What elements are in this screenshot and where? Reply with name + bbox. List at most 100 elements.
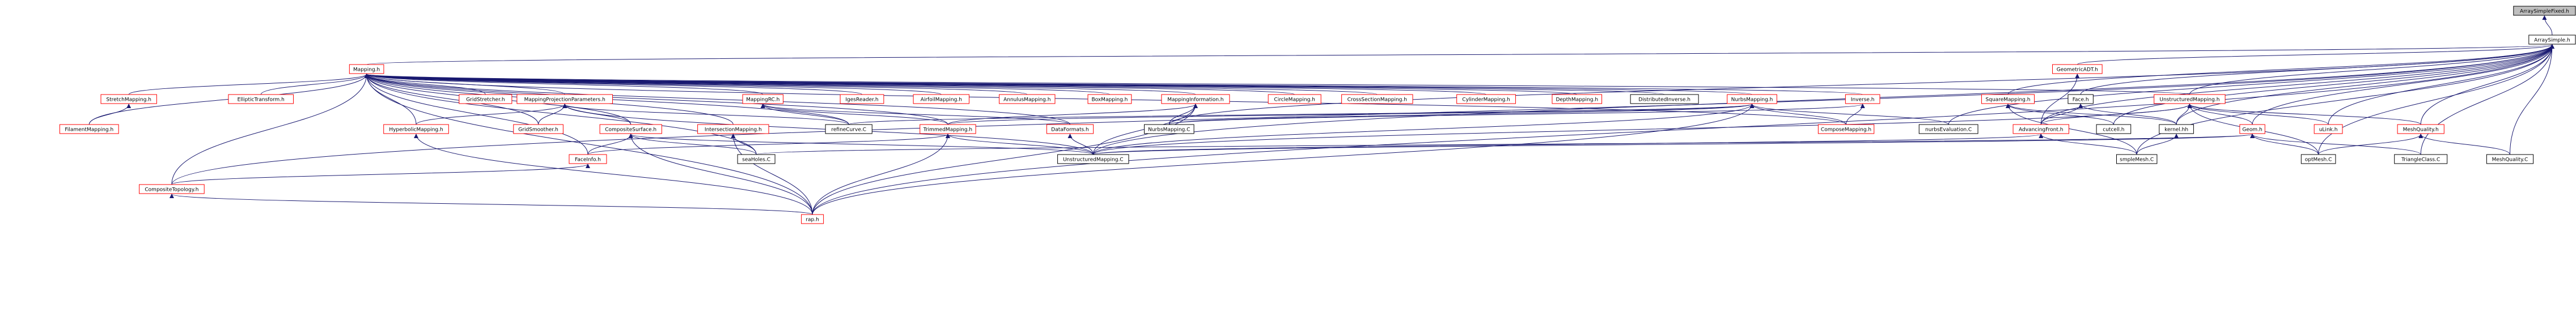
graph-node-Mapping[interactable]: Mapping.h bbox=[349, 64, 384, 74]
graph-node-box bbox=[2067, 94, 2094, 104]
graph-node-kernel[interactable]: kernel.hh bbox=[2159, 124, 2194, 134]
graph-node-box bbox=[569, 154, 607, 164]
graph-edge-Mapping-GridSmoother bbox=[364, 74, 539, 125]
graph-node-refineCurve[interactable]: refineCurve.C bbox=[825, 124, 872, 134]
graph-edge-MappingRC-DataFormats bbox=[760, 104, 1071, 125]
graph-node-FaceInfo[interactable]: FaceInfo.h bbox=[569, 154, 607, 164]
graph-node-CrossSectionMapping[interactable]: CrossSectionMapping.h bbox=[1341, 94, 1413, 104]
graph-node-box bbox=[2154, 94, 2226, 104]
graph-node-ArraySimple[interactable]: ArraySimple.h bbox=[2528, 35, 2576, 45]
graph-node-label: MeshQuality.h bbox=[2403, 127, 2439, 133]
graph-node-NurbsMappingC[interactable]: NurbsMapping.C bbox=[1143, 124, 1194, 134]
graph-node-TrimmedMapping[interactable]: TrimmedMapping.h bbox=[920, 124, 976, 134]
graph-node-MappingRC[interactable]: MappingRC.h bbox=[742, 94, 783, 104]
graph-node-label: GridSmoother.h bbox=[518, 127, 558, 133]
graph-node-DataFormats[interactable]: DataFormats.h bbox=[1046, 124, 1094, 134]
graph-node-GridStretcher[interactable]: GridStretcher.h bbox=[459, 94, 512, 104]
graph-node-DepthMapping[interactable]: DepthMapping.h bbox=[1552, 94, 1603, 104]
graph-edge-MappingInformation-rap bbox=[812, 104, 1198, 215]
graph-node-MeshQuality[interactable]: MeshQuality.h bbox=[2397, 124, 2444, 134]
graph-node-AnnulusMapping[interactable]: AnnulusMapping.h bbox=[999, 94, 1056, 104]
graph-node-smpleMesh[interactable]: smpleMesh.C bbox=[2116, 154, 2158, 164]
graph-node-box bbox=[228, 94, 294, 104]
graph-node-box bbox=[2513, 6, 2576, 16]
graph-node-label: ComposeMapping.h bbox=[1821, 127, 1871, 133]
graph-node-box bbox=[59, 124, 119, 134]
graph-node-Inverse[interactable]: Inverse.h bbox=[1845, 94, 1880, 104]
graph-node-box bbox=[825, 124, 872, 134]
graph-node-UnstructuredMappingC[interactable]: UnstructuredMapping.C bbox=[1057, 154, 1129, 164]
graph-edge-IntersectionMapping-seaHoles bbox=[731, 134, 757, 155]
graph-node-rap[interactable]: rap.h bbox=[801, 214, 824, 224]
graph-node-box bbox=[742, 94, 783, 104]
graph-node-box bbox=[1087, 94, 1132, 104]
graph-node-MappingProjectionParameters[interactable]: MappingProjectionParameters.h bbox=[516, 94, 613, 104]
graph-node-CircleMapping[interactable]: CircleMapping.h bbox=[1268, 94, 1321, 104]
graph-node-GeometricADT[interactable]: GeometricADT.h bbox=[2052, 64, 2103, 74]
graph-node-label: optMesh.C bbox=[2305, 157, 2332, 163]
graph-edge-TrimmedMapping-UnstructuredMappingC bbox=[946, 134, 1094, 155]
graph-node-box bbox=[2096, 124, 2132, 134]
graph-node-label: DistributedInverse.h bbox=[1638, 97, 1690, 103]
graph-edge-ArraySimple-TriangleClass bbox=[2420, 44, 2554, 155]
graph-node-UnstructuredMapping[interactable]: UnstructuredMapping.h bbox=[2154, 94, 2226, 104]
graph-edge-NurbsMapping-rap bbox=[812, 104, 1755, 215]
graph-node-Face[interactable]: Face.h bbox=[2067, 94, 2094, 104]
graph-edge-Mapping-TrimmedMapping bbox=[364, 74, 948, 125]
graph-node-HyperbolicMapping[interactable]: HyperbolicMapping.h bbox=[383, 124, 449, 134]
graph-node-cutcell[interactable]: cutcell.h bbox=[2096, 124, 2132, 134]
graph-node-seaHoles[interactable]: seaHoles.C bbox=[737, 154, 776, 164]
graph-node-FilamentMapping[interactable]: FilamentMapping.h bbox=[59, 124, 119, 134]
graph-node-EllipticTransform[interactable]: EllipticTransform.h bbox=[228, 94, 294, 104]
graph-node-NurbsMapping[interactable]: NurbsMapping.h bbox=[1727, 94, 1777, 104]
graph-node-optMesh[interactable]: optMesh.C bbox=[2300, 154, 2336, 164]
graph-edge-GeometricADT-AdvancingFront bbox=[2040, 74, 2080, 125]
graph-node-label: FilamentMapping.h bbox=[65, 127, 113, 133]
graph-node-MappingInformation[interactable]: MappingInformation.h bbox=[1161, 94, 1230, 104]
graph-node-label: NurbsMapping.h bbox=[1731, 97, 1773, 103]
graph-node-box bbox=[1817, 124, 1875, 134]
graph-node-label: ArraySimpleFixed.h bbox=[2520, 9, 2569, 15]
graph-node-AdvancingFront[interactable]: AdvancingFront.h bbox=[2012, 124, 2069, 134]
graph-node-box bbox=[1456, 94, 1516, 104]
graph-edge-MappingProjectionParameters-HyperbolicMapping bbox=[416, 104, 567, 125]
graph-node-TriangleClass[interactable]: TriangleClass.C bbox=[2394, 154, 2448, 164]
graph-node-IgesReader[interactable]: IgesReader.h bbox=[840, 94, 884, 104]
graph-node-MeshQualityC[interactable]: MeshQuality.C bbox=[2486, 154, 2534, 164]
graph-node-CompositeTopology[interactable]: CompositeTopology.h bbox=[139, 184, 205, 194]
graph-node-box bbox=[2116, 154, 2158, 164]
graph-node-box bbox=[1161, 94, 1230, 104]
graph-edge-TrimmedMapping-rap bbox=[812, 134, 950, 215]
graph-node-label: HyperbolicMapping.h bbox=[389, 127, 443, 133]
graph-node-label: IgesReader.h bbox=[845, 97, 878, 103]
graph-node-Geom[interactable]: Geom.h bbox=[2239, 124, 2265, 134]
graph-node-uLink[interactable]: uLink.h bbox=[2314, 124, 2343, 134]
graph-node-CompositeSurface[interactable]: CompositeSurface.h bbox=[599, 124, 662, 134]
graph-edge-Mapping-StretchMapping bbox=[128, 74, 369, 95]
graph-node-BoxMapping[interactable]: BoxMapping.h bbox=[1087, 94, 1132, 104]
graph-node-label: StretchMapping.h bbox=[106, 97, 151, 103]
graph-edge-MappingInformation-TrimmedMapping bbox=[947, 104, 1198, 125]
graph-edge-Mapping-AirfoilMapping bbox=[365, 74, 942, 95]
graph-edge-Geom-seaHoles bbox=[756, 134, 2255, 155]
graph-edge-Mapping-rap bbox=[364, 74, 813, 215]
graph-node-StretchMapping[interactable]: StretchMapping.h bbox=[100, 94, 157, 104]
graph-node-box bbox=[2012, 124, 2069, 134]
graph-node-SquareMapping[interactable]: SquareMapping.h bbox=[1981, 94, 2035, 104]
graph-node-AirfoilMapping[interactable]: AirfoilMapping.h bbox=[913, 94, 970, 104]
graph-node-box bbox=[697, 124, 769, 134]
graph-node-label: TrimmedMapping.h bbox=[923, 127, 972, 133]
graph-node-IntersectionMapping[interactable]: IntersectionMapping.h bbox=[697, 124, 769, 134]
graph-edge-ArraySimple-cutcell bbox=[2113, 44, 2554, 125]
graph-node-label: Mapping.h bbox=[353, 67, 380, 73]
graph-node-CylinderMapping[interactable]: CylinderMapping.h bbox=[1456, 94, 1516, 104]
graph-node-nurbsEvaluation[interactable]: nurbsEvaluation.C bbox=[1918, 124, 1978, 134]
edges-layer bbox=[88, 15, 2554, 215]
graph-node-ComposeMapping[interactable]: ComposeMapping.h bbox=[1817, 124, 1875, 134]
graph-node-label: cutcell.h bbox=[2103, 127, 2124, 133]
graph-node-DistributedInverse[interactable]: DistributedInverse.h bbox=[1630, 94, 1699, 104]
graph-node-GridSmoother[interactable]: GridSmoother.h bbox=[513, 124, 564, 134]
graph-node-box bbox=[913, 94, 970, 104]
graph-node-box bbox=[737, 154, 776, 164]
